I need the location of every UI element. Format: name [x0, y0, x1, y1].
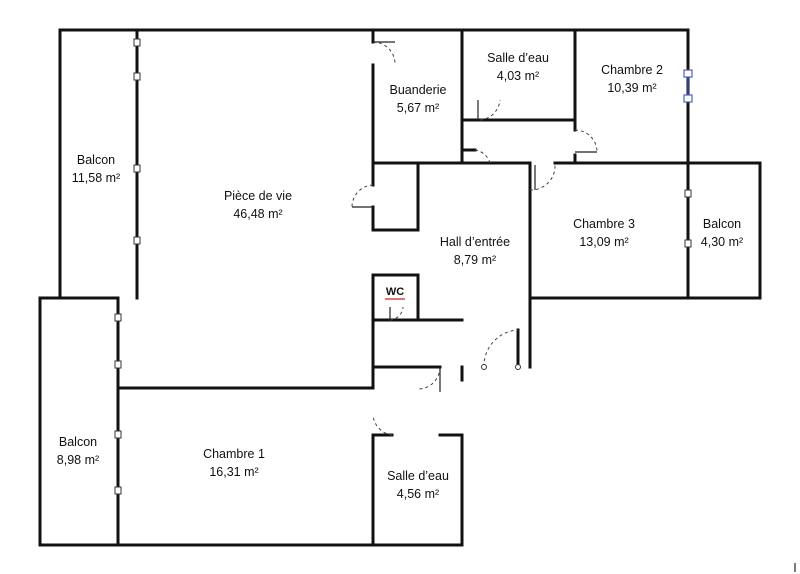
room-chambre-2-area: 10,39 m²	[607, 81, 656, 95]
room-chambre-2-name: Chambre 2	[601, 63, 663, 77]
doors	[351, 41, 598, 436]
room-buanderie-area: 5,67 m²	[397, 101, 439, 115]
room-wc-name: WC	[386, 286, 404, 298]
room-balcon-3-area: 8,98 m²	[57, 453, 99, 467]
room-hall-area: 8,79 m²	[454, 253, 496, 267]
room-salle-eau-1-area: 4,03 m²	[497, 69, 539, 83]
room-balcon-3-name: Balcon	[59, 435, 97, 449]
room-salle-eau-2-area: 4,56 m²	[397, 487, 439, 501]
room-balcon-2-area: 4,30 m²	[701, 235, 743, 249]
room-balcon-1-name: Balcon	[77, 153, 115, 167]
room-chambre-3-area: 13,09 m²	[579, 235, 628, 249]
windows	[114, 38, 693, 495]
room-piece-de-vie-name: Pièce de vie	[224, 189, 292, 203]
room-chambre-1-area: 16,31 m²	[209, 465, 258, 479]
room-salle-eau-2-name: Salle d’eau	[387, 469, 449, 483]
room-balcon-1-area: 11,58 m²	[72, 171, 120, 185]
room-piece-de-vie-area: 46,48 m²	[233, 207, 282, 221]
room-balcon-2-name: Balcon	[703, 217, 741, 231]
room-hall-name: Hall d’entrée	[440, 235, 510, 249]
room-salle-eau-1-name: Salle d’eau	[487, 51, 549, 65]
walls	[38, 28, 762, 547]
room-buanderie-name: Buanderie	[390, 83, 447, 97]
room-chambre-3-name: Chambre 3	[573, 217, 635, 231]
room-chambre-1-name: Chambre 1	[203, 447, 265, 461]
